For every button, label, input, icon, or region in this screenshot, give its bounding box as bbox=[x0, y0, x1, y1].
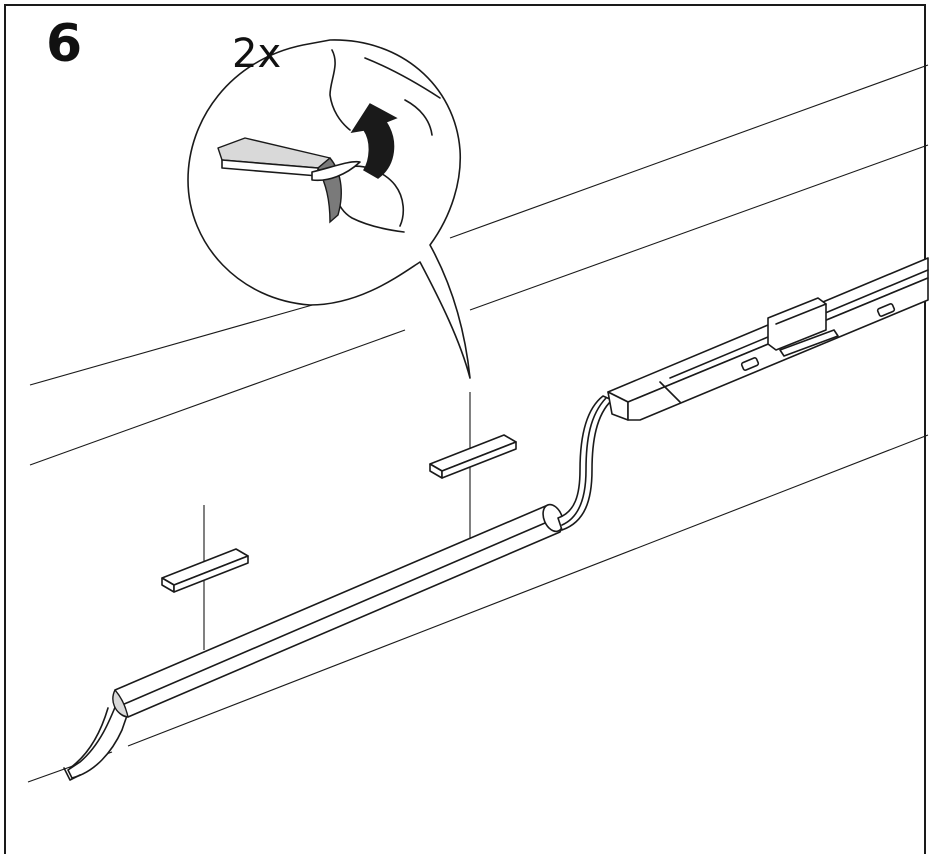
cable-connector-line bbox=[561, 397, 607, 526]
tape-liner-flap bbox=[311, 160, 361, 182]
thumb-outline bbox=[339, 165, 405, 227]
cable-left-wire-line bbox=[69, 707, 109, 769]
upper-edge-line-right bbox=[449, 64, 929, 239]
quantity-label: 2x bbox=[232, 31, 282, 77]
page-frame bbox=[4, 4, 926, 854]
driver-unit bbox=[607, 257, 929, 421]
adhesive-pad-right bbox=[429, 434, 517, 479]
lower-edge-line-right bbox=[127, 434, 929, 747]
cable-left-tip bbox=[63, 767, 81, 781]
step-number: 6 bbox=[46, 14, 83, 74]
hand-outline-top bbox=[364, 57, 441, 99]
upper-edge-line-left bbox=[29, 299, 331, 386]
detail-magnifier bbox=[187, 39, 471, 379]
cable-connector bbox=[557, 395, 613, 531]
middle-edge-line-right bbox=[469, 144, 929, 311]
adhesive-pad-left bbox=[161, 548, 249, 593]
curved-arrow-up-icon bbox=[350, 103, 398, 179]
middle-edge-line-left bbox=[29, 329, 406, 466]
light-rail bbox=[112, 503, 564, 718]
hand-finger-outline bbox=[329, 49, 351, 131]
cabinet-edge-lines bbox=[27, 64, 929, 783]
hand-knuckle-line bbox=[404, 99, 433, 136]
